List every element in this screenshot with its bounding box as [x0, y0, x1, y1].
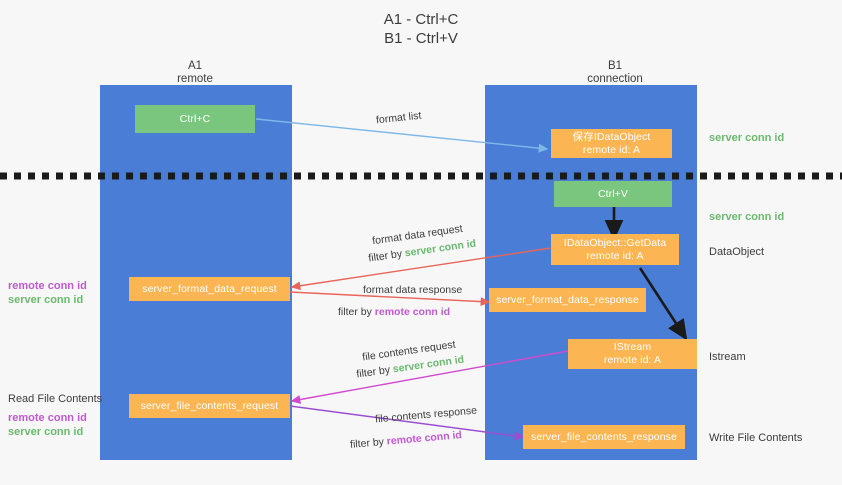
annotation-dataobject: DataObject	[709, 246, 765, 258]
node-ctrl-v[interactable]: Ctrl+V	[554, 181, 672, 207]
annotation-server-conn-id-top: server conn id	[709, 132, 785, 144]
annotation-remote-conn-id-lower: remote conn id	[8, 412, 87, 424]
column-heading-a1: A1 remote	[177, 60, 213, 85]
node-server-format-data-request[interactable]: server_format_data_request	[129, 277, 290, 301]
node-ctrl-c[interactable]: Ctrl+C	[135, 105, 255, 133]
annotation-read-file-contents: Read File Contents	[8, 393, 103, 405]
annotation-remote-conn-id-upper: remote conn id	[8, 280, 87, 292]
filter-by-text: filter by	[355, 363, 394, 381]
edge-label-filter-by-remote-conn-id-lower: filter by remote conn id	[350, 429, 463, 452]
edge-label-file-contents-response: file contents response	[374, 404, 478, 426]
annotation-server-conn-id-second: server conn id	[709, 211, 785, 223]
node-istream[interactable]: IStream remote id: A	[568, 339, 697, 369]
filter-by-text: filter by	[367, 247, 406, 265]
node-server-file-contents-response[interactable]: server_file_contents_response	[523, 425, 685, 449]
filter-by-text: filter by	[338, 306, 375, 318]
node-server-format-data-response[interactable]: server_format_data_response	[489, 288, 646, 312]
remote-conn-id-text: remote conn id	[374, 306, 451, 318]
column-heading-b1: B1 connection	[587, 60, 643, 85]
filter-by-text: filter by	[349, 435, 388, 451]
edge-label-filter-by-remote-conn-id-upper: filter by remote conn id	[338, 306, 450, 319]
node-idataobject-getdata[interactable]: IDataObject::GetData remote id: A	[551, 234, 679, 265]
edge-label-format-list: format list	[375, 109, 422, 127]
remote-conn-id-text: remote conn id	[386, 429, 463, 448]
annotation-server-conn-id-lower: server conn id	[8, 426, 84, 438]
node-save-idataobject[interactable]: 保存IDataObject remote id: A	[551, 129, 672, 158]
annotation-write-file-contents: Write File Contents	[709, 432, 803, 444]
annotation-istream: Istream	[709, 351, 746, 363]
diagram-title: A1 - Ctrl+C B1 - Ctrl+V	[383, 11, 459, 47]
edge-label-format-data-response: format data response	[363, 284, 463, 296]
annotation-server-conn-id-upper: server conn id	[8, 294, 84, 306]
node-server-file-contents-request[interactable]: server_file_contents_request	[129, 394, 290, 418]
